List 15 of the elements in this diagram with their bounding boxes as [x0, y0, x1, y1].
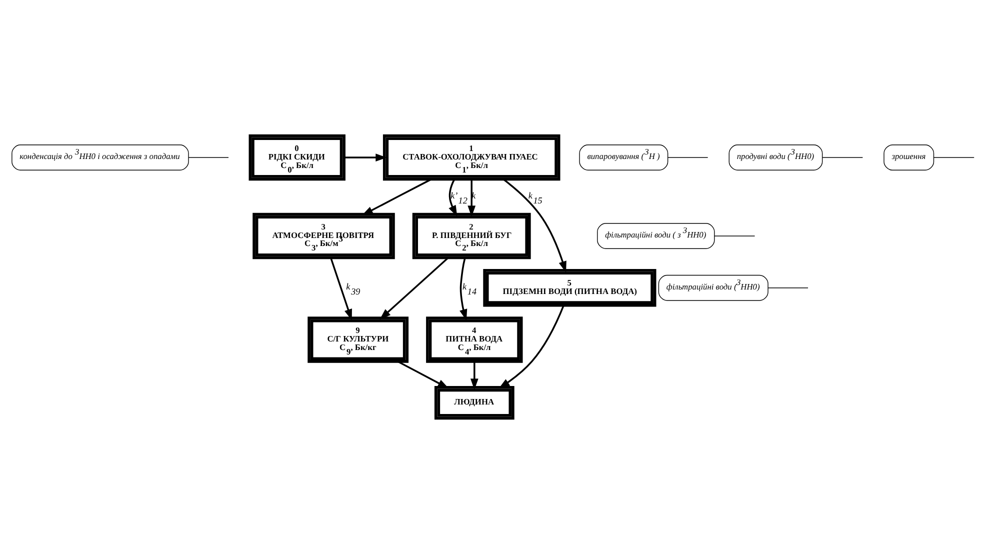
connector — [667, 157, 708, 158]
arrow — [344, 154, 386, 162]
connector — [932, 157, 974, 158]
arrow — [470, 362, 478, 390]
arrow — [379, 257, 448, 320]
arrow — [361, 178, 432, 216]
connector — [822, 157, 863, 158]
arrow — [502, 178, 566, 273]
arrow — [448, 178, 457, 217]
arrow — [498, 305, 564, 389]
arrow — [396, 360, 448, 389]
connector — [188, 157, 228, 158]
arrow — [467, 179, 476, 217]
arrow — [330, 258, 352, 320]
arrow — [459, 258, 467, 320]
